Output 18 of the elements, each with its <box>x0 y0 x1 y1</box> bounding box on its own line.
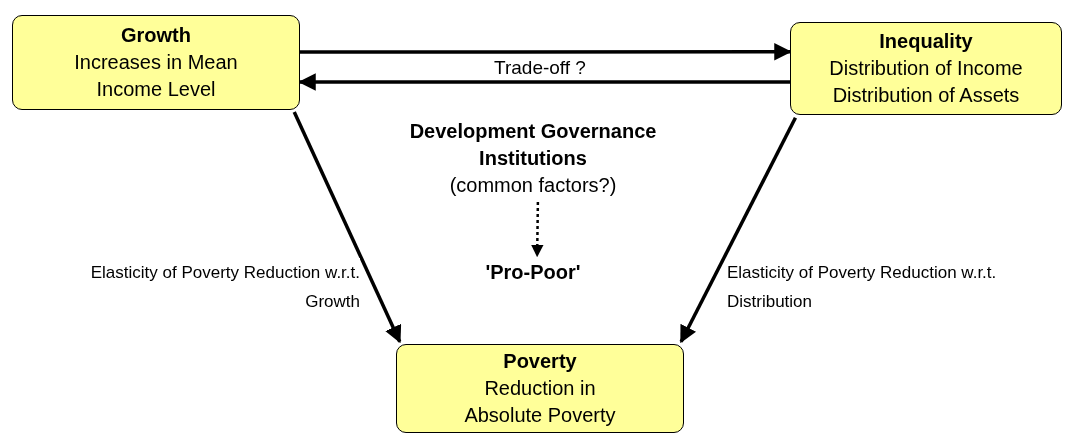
arrow <box>300 43 792 61</box>
heading: Development Governance Institutions <box>408 118 658 171</box>
heading: Poverty <box>503 349 577 374</box>
arrow <box>531 202 544 258</box>
body-text: (common factors?) <box>449 172 617 198</box>
body-text: Increases in Mean Income Level <box>73 50 239 102</box>
arrow <box>292 111 402 344</box>
heading: Inequality <box>879 29 973 54</box>
body-text: Distribution of Income Distribution of Assets <box>828 56 1024 108</box>
process-box <box>396 344 684 433</box>
process-box <box>12 15 300 110</box>
heading: Growth <box>121 23 191 48</box>
arrow <box>298 73 790 91</box>
heading: 'Pro-Poor' <box>485 259 581 285</box>
edge-label: Trade-off ? <box>493 57 587 79</box>
arrow <box>679 117 797 344</box>
body-text: Reduction in Absolute Poverty <box>463 376 617 428</box>
process-box <box>790 22 1062 115</box>
